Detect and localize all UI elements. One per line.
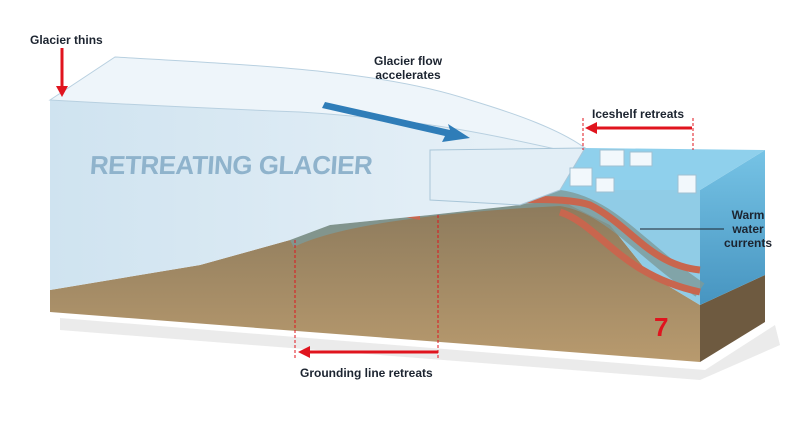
label-flow-line1: Glacier flow bbox=[374, 54, 443, 68]
label-flow-line2: accelerates bbox=[375, 68, 441, 82]
label-grounding: Grounding line retreats bbox=[300, 366, 433, 380]
water-side bbox=[700, 150, 765, 305]
glacier-ice bbox=[50, 100, 560, 290]
figure-number: 7 bbox=[654, 312, 669, 342]
label-glacier-thins: Glacier thins bbox=[30, 33, 103, 47]
flow-arrow bbox=[322, 102, 470, 142]
label-warm-line3: currents bbox=[724, 236, 773, 250]
drop-shadow bbox=[60, 318, 780, 380]
label-iceshelf: Iceshelf retreats bbox=[592, 107, 685, 121]
bedrock-side bbox=[700, 275, 765, 362]
icebergs bbox=[569, 149, 697, 194]
label-warm-water: Warm water currents bbox=[724, 208, 772, 250]
bedrock-front bbox=[50, 200, 700, 362]
label-warm-line1: Warm bbox=[731, 208, 765, 222]
crevassed-terminus bbox=[429, 147, 586, 206]
label-flow: Glacier flow accelerates bbox=[374, 54, 442, 82]
warm-current-lower bbox=[558, 208, 701, 296]
title-retreating-glacier: RETREATING GLACIER bbox=[88, 150, 374, 180]
label-warm-line2: water bbox=[732, 222, 764, 236]
